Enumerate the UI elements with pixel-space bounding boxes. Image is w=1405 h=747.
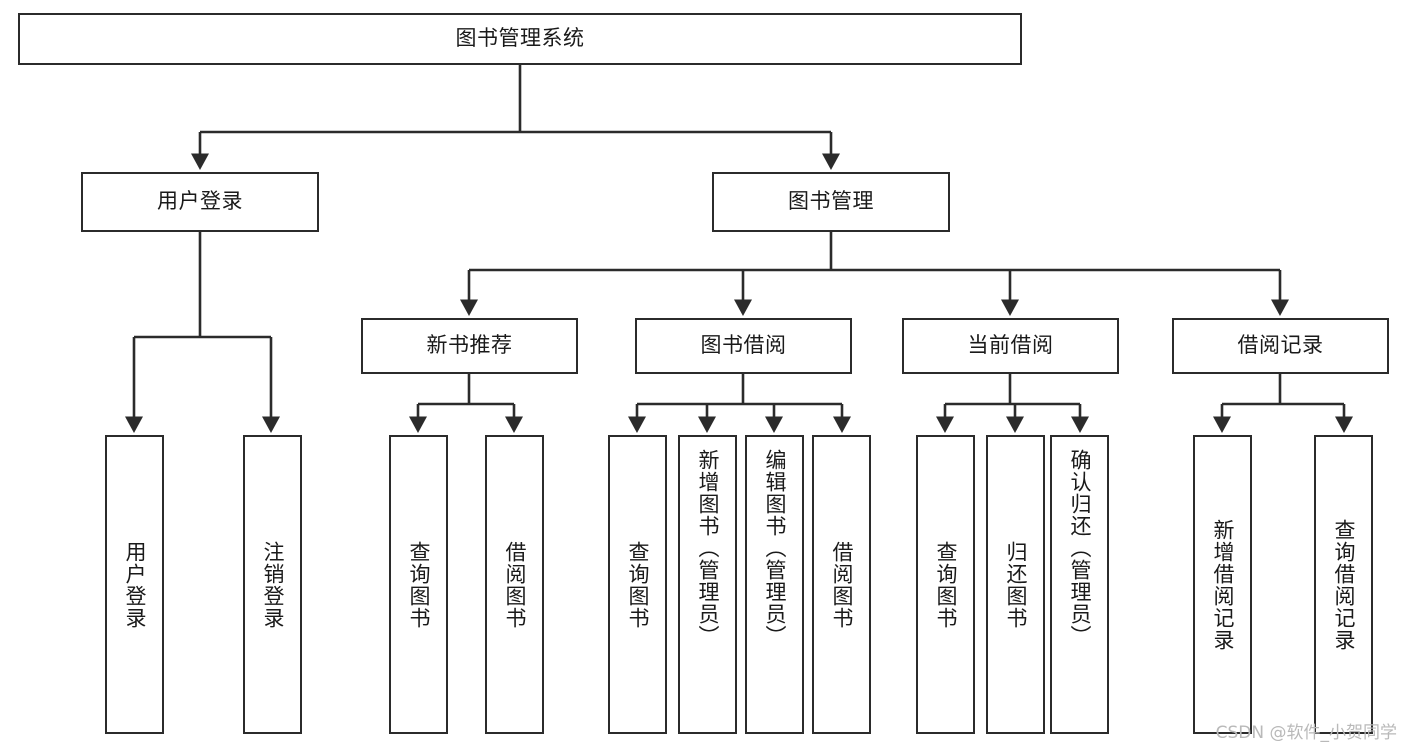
leaf-query-record-label: 查询借阅记录 — [1331, 518, 1356, 651]
leaf-query-book-3[interactable]: 查询图书 — [916, 435, 975, 734]
leaf-query-book-3-label: 查询图书 — [933, 540, 958, 629]
leaf-return-book-label: 归还图书 — [1003, 540, 1028, 629]
node-user-login-label: 用户登录 — [157, 189, 243, 214]
node-borrow-record-label: 借阅记录 — [1237, 333, 1324, 358]
leaf-borrow-book-1-label: 借阅图书 — [502, 540, 527, 629]
node-current-borrow[interactable]: 当前借阅 — [902, 318, 1119, 374]
node-user-login[interactable]: 用户登录 — [81, 172, 319, 232]
leaf-add-record-label: 新增借阅记录 — [1210, 518, 1235, 651]
leaf-confirm-return[interactable]: 确认归还（管理员） — [1050, 435, 1109, 734]
leaf-query-book-2[interactable]: 查询图书 — [608, 435, 667, 734]
leaf-query-book-1-label: 查询图书 — [406, 540, 431, 629]
leaf-user-login[interactable]: 用户登录 — [105, 435, 164, 734]
leaf-logout[interactable]: 注销登录 — [243, 435, 302, 734]
leaf-query-record[interactable]: 查询借阅记录 — [1314, 435, 1373, 734]
leaf-confirm-return-label: 确认归还（管理员） — [1067, 449, 1092, 647]
leaf-query-book-2-label: 查询图书 — [625, 540, 650, 629]
leaf-add-record[interactable]: 新增借阅记录 — [1193, 435, 1252, 734]
leaf-edit-book[interactable]: 编辑图书（管理员） — [745, 435, 804, 734]
leaf-query-book-1[interactable]: 查询图书 — [389, 435, 448, 734]
node-book-borrow[interactable]: 图书借阅 — [635, 318, 852, 374]
leaf-edit-book-label: 编辑图书（管理员） — [762, 449, 787, 647]
node-root[interactable]: 图书管理系统 — [18, 13, 1022, 65]
leaf-user-login-label: 用户登录 — [122, 540, 147, 629]
node-new-book-recommend-label: 新书推荐 — [426, 333, 513, 358]
node-book-manage-label: 图书管理 — [788, 189, 874, 214]
node-root-label: 图书管理系统 — [455, 26, 585, 51]
leaf-return-book[interactable]: 归还图书 — [986, 435, 1045, 734]
leaf-add-book[interactable]: 新增图书（管理员） — [678, 435, 737, 734]
node-book-manage[interactable]: 图书管理 — [712, 172, 950, 232]
node-new-book-recommend[interactable]: 新书推荐 — [361, 318, 578, 374]
node-current-borrow-label: 当前借阅 — [967, 333, 1054, 358]
node-borrow-record[interactable]: 借阅记录 — [1172, 318, 1389, 374]
leaf-borrow-book-1[interactable]: 借阅图书 — [485, 435, 544, 734]
csdn-watermark: CSDN @软件_小贺同学 — [1215, 723, 1397, 743]
node-book-borrow-label: 图书借阅 — [700, 333, 787, 358]
leaf-add-book-label: 新增图书（管理员） — [695, 449, 720, 647]
leaf-borrow-book-2-label: 借阅图书 — [829, 540, 854, 629]
leaf-logout-label: 注销登录 — [260, 540, 285, 629]
leaf-borrow-book-2[interactable]: 借阅图书 — [812, 435, 871, 734]
